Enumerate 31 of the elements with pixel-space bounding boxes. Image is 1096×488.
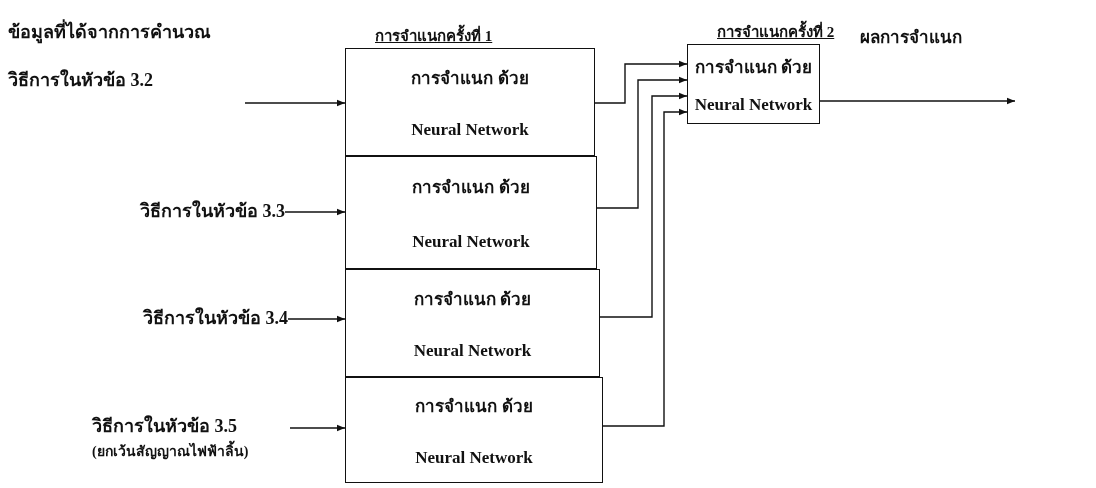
arrow xyxy=(287,315,346,323)
input-label: วิธีการในหัวข้อ 3.3 xyxy=(139,199,285,223)
box-text: Neural Network xyxy=(413,341,532,362)
input-label: วิธีการในหัวข้อ 3.4 xyxy=(142,306,288,330)
arrow xyxy=(594,60,688,104)
box-heading: การจำแนก ด้วย xyxy=(413,288,532,311)
input-label: ข้อมูลที่ได้จากการคำนวณ วิธีการในหัวข้อ 3.2 xyxy=(8,8,218,104)
arrow xyxy=(289,424,346,432)
process-box xyxy=(345,377,603,483)
arrow xyxy=(599,92,688,318)
box-heading: การจำแนก ด้วย xyxy=(415,396,533,419)
process-box xyxy=(345,48,595,156)
stage-heading: การจำแนกครั้งที่ 1 xyxy=(375,24,493,48)
arrow xyxy=(244,99,346,107)
arrow xyxy=(819,97,1016,105)
box-text: Neural Network xyxy=(411,120,529,141)
stage-heading: การจำแนกครั้งที่ 2 xyxy=(717,20,835,44)
box-text: Neural Network xyxy=(415,447,533,468)
input-note: (ยกเว้นสัญญาณไฟฟ้าลิ้น) xyxy=(92,440,290,462)
box-heading: การจำแนก ด้วย xyxy=(411,67,529,90)
arrow xyxy=(596,76,688,209)
arrow xyxy=(284,208,346,216)
input-label: วิธีการในหัวข้อ 3.5 xyxy=(92,414,238,438)
box-text: Neural Network xyxy=(412,232,530,252)
box-heading: การจำแนก ด้วย xyxy=(694,56,813,79)
process-box xyxy=(345,269,600,377)
box-heading: การจำแนก ด้วย xyxy=(412,177,530,199)
box-text: Neural Network xyxy=(694,95,813,116)
process-box xyxy=(687,44,820,124)
process-box xyxy=(345,156,597,269)
arrow xyxy=(602,108,688,427)
